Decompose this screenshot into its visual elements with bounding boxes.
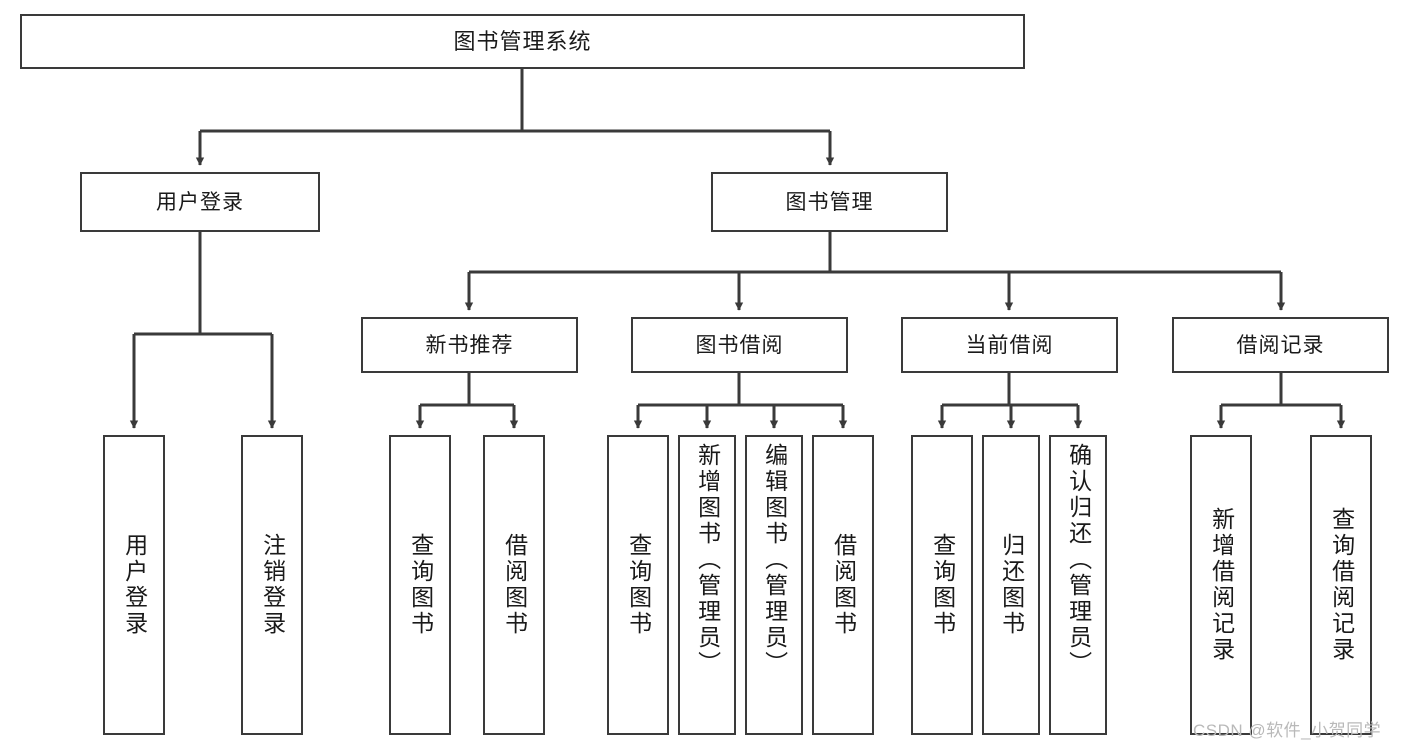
node-label: 查询图书	[407, 533, 434, 637]
node-label: 注销登录	[259, 533, 286, 637]
node-leaf-return-book[interactable]: 归还图书	[982, 435, 1040, 735]
node-leaf-edit-book-admin[interactable]: 编辑图书（管理员）	[745, 435, 803, 735]
node-label: 新增借阅记录	[1208, 507, 1235, 663]
node-leaf-query-book-current[interactable]: 查询图书	[911, 435, 973, 735]
node-book-borrowing[interactable]: 图书借阅	[631, 317, 848, 373]
node-leaf-query-borrow-record[interactable]: 查询借阅记录	[1310, 435, 1372, 735]
node-label: 查询图书	[929, 533, 956, 637]
node-label: 归还图书	[998, 533, 1025, 637]
node-leaf-add-borrow-record[interactable]: 新增借阅记录	[1190, 435, 1252, 735]
node-label: 图书管理	[785, 190, 874, 214]
node-leaf-add-book-admin[interactable]: 新增图书（管理员）	[678, 435, 736, 735]
node-book-management[interactable]: 图书管理	[711, 172, 948, 232]
node-root-book-management-system[interactable]: 图书管理系统	[20, 14, 1025, 69]
node-current-borrowing[interactable]: 当前借阅	[901, 317, 1118, 373]
node-label: 用户登录	[121, 533, 148, 637]
node-label: 用户登录	[156, 190, 244, 214]
node-label: 图书管理系统	[453, 28, 592, 54]
node-user-login[interactable]: 用户登录	[80, 172, 320, 232]
csdn-watermark: CSDN @软件_小贺同学	[1193, 721, 1382, 740]
node-leaf-user-login[interactable]: 用户登录	[103, 435, 165, 735]
node-label: 新增图书（管理员）	[694, 443, 721, 677]
node-label: 新书推荐	[425, 333, 514, 357]
node-label: 当前借阅	[965, 333, 1054, 357]
node-leaf-borrow-book-recommendation[interactable]: 借阅图书	[483, 435, 545, 735]
node-leaf-borrow-book-borrowing[interactable]: 借阅图书	[812, 435, 874, 735]
node-label: 借阅图书	[501, 533, 528, 637]
node-label: 查询借阅记录	[1328, 507, 1355, 663]
node-label: 借阅图书	[830, 533, 857, 637]
node-label: 查询图书	[625, 533, 652, 637]
node-label: 确认归还（管理员）	[1065, 443, 1092, 677]
node-new-book-recommendation[interactable]: 新书推荐	[361, 317, 578, 373]
node-borrowing-record[interactable]: 借阅记录	[1172, 317, 1389, 373]
node-leaf-query-book-recommendation[interactable]: 查询图书	[389, 435, 451, 735]
node-label: 编辑图书（管理员）	[761, 443, 788, 677]
node-label: 图书借阅	[695, 333, 784, 357]
node-leaf-confirm-return-admin[interactable]: 确认归还（管理员）	[1049, 435, 1107, 735]
node-leaf-query-book-borrowing[interactable]: 查询图书	[607, 435, 669, 735]
node-leaf-logout[interactable]: 注销登录	[241, 435, 303, 735]
node-label: 借阅记录	[1236, 333, 1325, 357]
